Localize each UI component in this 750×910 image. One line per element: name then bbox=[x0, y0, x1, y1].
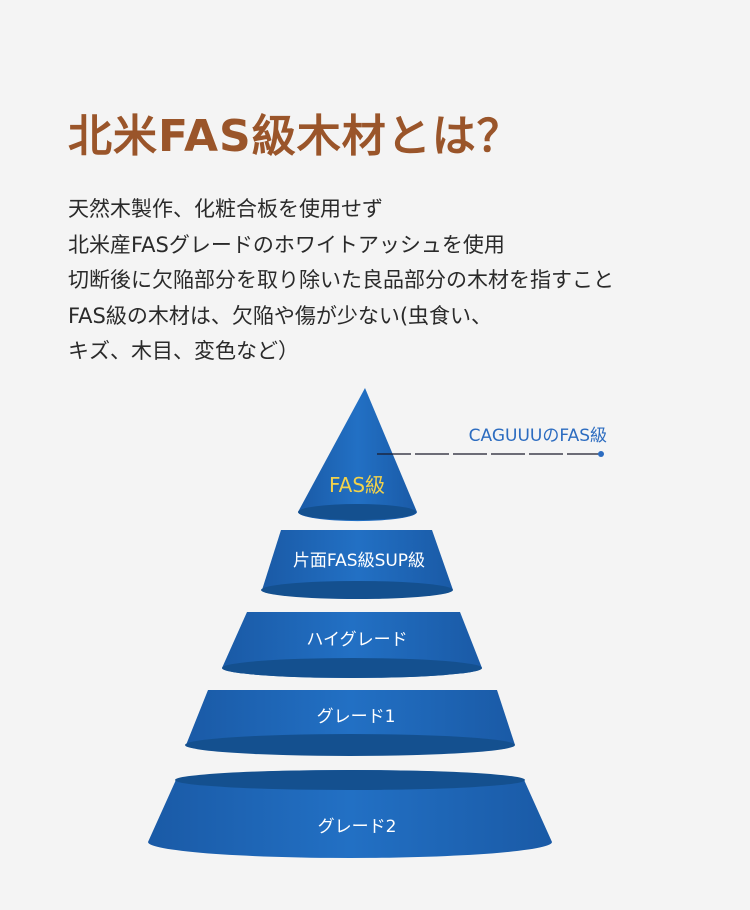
callout-label: CAGUUUのFAS級 bbox=[469, 426, 607, 446]
callout-dot-icon bbox=[598, 451, 604, 457]
description: 天然木製作、化粧合板を使用せず 北米産FASグレードのホワイトアッシュを使用 切… bbox=[68, 192, 614, 370]
page-title: 北米FAS級木材とは？ bbox=[68, 111, 522, 162]
pyramid-tier-grade1: グレード1 bbox=[185, 690, 515, 756]
description-line: キズ、木目、変色など） bbox=[68, 339, 299, 363]
tier-label: ハイグレード bbox=[306, 630, 407, 650]
pyramid-tier-high-grade: ハイグレード bbox=[222, 612, 482, 678]
description-line: 天然木製作、化粧合板を使用せず bbox=[68, 197, 383, 221]
tier-label: FAS級 bbox=[329, 473, 385, 497]
description-line: 切断後に欠陥部分を取り除いた良品部分の木材を指すこと bbox=[68, 268, 614, 292]
tier-label: グレード2 bbox=[318, 817, 397, 837]
callout: CAGUUUのFAS級 bbox=[377, 426, 607, 457]
description-line: FAS級の木材は、欠陥や傷が少ない(虫食い、 bbox=[68, 303, 493, 328]
tier-label: グレード1 bbox=[317, 707, 396, 727]
pyramid-tier-sup: 片面FAS級SUP級 bbox=[261, 530, 453, 599]
tier-label: 片面FAS級SUP級 bbox=[293, 551, 425, 571]
pyramid-tier-fas: FAS級 bbox=[298, 388, 417, 522]
description-line: 北米産FASグレードのホワイトアッシュを使用 bbox=[68, 232, 505, 257]
pyramid-tier-grade2: グレード2 bbox=[148, 770, 552, 858]
